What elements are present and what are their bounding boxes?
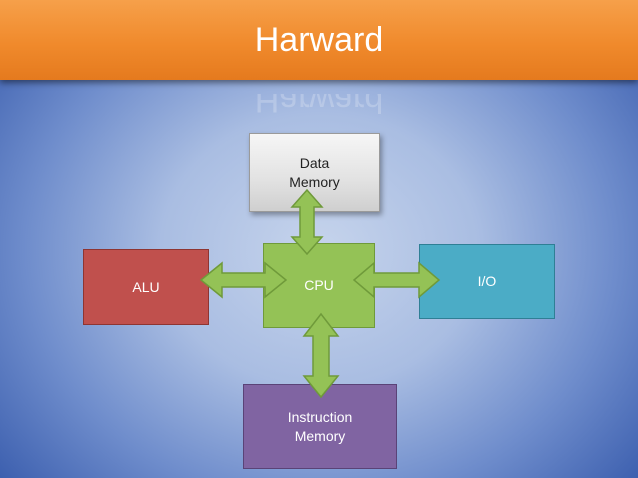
data-memory-block: Data Memory bbox=[249, 133, 380, 212]
arrow-cpu-io bbox=[352, 261, 441, 299]
title-bar: Harward bbox=[0, 0, 638, 80]
slide-title: Harward bbox=[254, 21, 384, 59]
arrow-cpu-alu bbox=[199, 261, 288, 299]
alu-block: ALU bbox=[83, 249, 209, 325]
cpu-block: CPU bbox=[263, 243, 375, 328]
io-block: I/O bbox=[419, 244, 555, 319]
arrow-cpu-data-memory bbox=[290, 188, 324, 256]
arrow-cpu-instruction-memory bbox=[302, 312, 340, 399]
